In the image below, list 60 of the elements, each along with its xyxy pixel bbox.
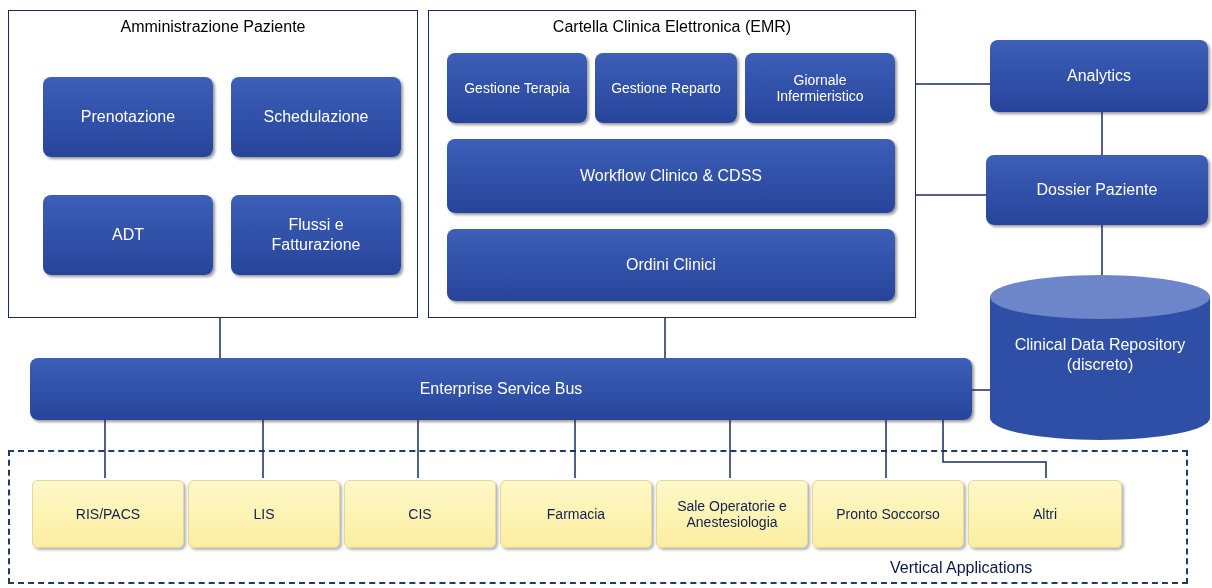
connector-line <box>942 419 1047 479</box>
connector-line <box>729 419 731 479</box>
node-label: Altri <box>1031 506 1059 522</box>
module-box <box>447 139 895 213</box>
module-frame <box>8 10 418 318</box>
application-box <box>344 480 496 548</box>
connector-line <box>219 317 221 359</box>
node-label: Farmacia <box>545 506 607 522</box>
connector-line <box>574 419 576 479</box>
node-label: LIS <box>252 506 276 522</box>
node-label: Gestione Reparto <box>610 80 722 96</box>
connector-line <box>262 419 264 479</box>
node-label: Prenotazione <box>79 107 177 127</box>
node-label: Dossier Paziente <box>1035 180 1159 200</box>
node-label: Giornale Infermieristico <box>775 72 865 104</box>
application-box <box>188 480 340 548</box>
node-label: Vertical Applications <box>890 558 1033 578</box>
application-box <box>968 480 1122 548</box>
connector-line <box>417 419 419 479</box>
node-label: CIS <box>407 506 433 522</box>
connector-line <box>664 317 666 359</box>
module-box <box>43 195 213 275</box>
module-box <box>986 155 1208 225</box>
node-label: ADT <box>111 225 145 245</box>
node-label: Amministrazione Paziente <box>119 17 307 37</box>
connector-line <box>885 419 887 479</box>
module-box <box>231 77 401 157</box>
application-box <box>812 480 964 548</box>
node-label: RIS/PACS <box>74 506 142 522</box>
connector-line <box>1101 224 1103 276</box>
connector-line <box>1101 111 1103 156</box>
connector-line <box>915 83 991 85</box>
application-box <box>500 480 652 548</box>
application-box <box>32 480 184 548</box>
module-box <box>745 53 895 123</box>
node-label: Pronto Soccorso <box>835 506 941 522</box>
module-box <box>231 195 401 275</box>
node-label: Analytics <box>1066 66 1132 86</box>
node-label: Ordini Clinici <box>625 255 717 275</box>
connector-line <box>971 389 991 391</box>
node-label: Gestione Terapia <box>463 80 571 96</box>
module-box <box>990 40 1208 112</box>
node-label: Workflow Clinico & CDSS <box>579 166 763 186</box>
connector-line <box>915 194 987 196</box>
database-cylinder <box>990 275 1210 440</box>
module-box <box>595 53 737 123</box>
node-label: Enterprise Service Bus <box>418 379 584 399</box>
connector-line <box>104 419 106 479</box>
node-label: Clinical Data Repository (discreto) <box>1013 335 1187 375</box>
module-box <box>447 53 587 123</box>
module-box <box>43 77 213 157</box>
module-box <box>447 229 895 301</box>
node-label: Flussi e Fatturazione <box>270 215 362 255</box>
node-label: Sale Operatorie e Anestesiologia <box>676 498 788 530</box>
service-bus-bar <box>30 358 972 420</box>
module-frame <box>428 10 916 318</box>
node-label: Cartella Clinica Elettronica (EMR) <box>551 17 793 37</box>
application-box <box>656 480 808 548</box>
node-label: Schedulazione <box>262 107 370 127</box>
dashed-group-frame <box>8 450 1188 584</box>
